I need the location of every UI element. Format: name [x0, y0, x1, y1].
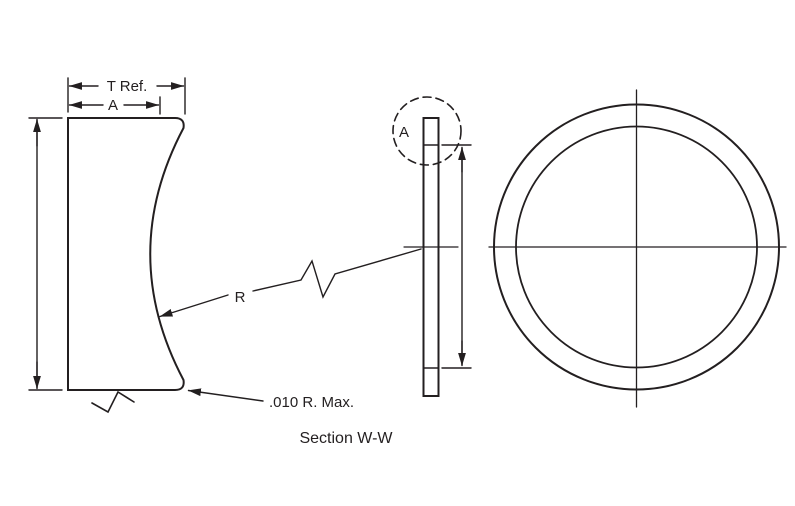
a-dimension-label: A	[108, 97, 118, 114]
side-view	[403, 117, 472, 397]
section-view	[67, 117, 185, 414]
leader-arrow	[187, 388, 264, 402]
corner-radius-label: .010 R. Max.	[269, 394, 354, 411]
t-ref-label: T Ref.	[107, 78, 148, 95]
leader-arrow	[159, 294, 229, 318]
disc-side-outline	[422, 117, 440, 397]
radius-label: R	[235, 289, 246, 306]
a-dimension: A	[68, 96, 161, 115]
detail-callout: A	[392, 96, 462, 166]
detail-label: A	[399, 124, 409, 141]
detail-circle	[392, 96, 462, 166]
front-view	[488, 89, 787, 408]
corner-radius-note: .010 R. Max.	[187, 388, 354, 411]
radius-leader: R	[159, 248, 422, 318]
height-dimension	[28, 117, 63, 391]
section-caption: Section W-W	[299, 430, 393, 447]
leader-zigzag	[252, 248, 422, 299]
t-ref-dimension: T Ref.	[67, 77, 186, 115]
break-line	[91, 390, 135, 414]
section-outline	[67, 117, 185, 391]
inner-diameter-dimension	[441, 144, 472, 369]
